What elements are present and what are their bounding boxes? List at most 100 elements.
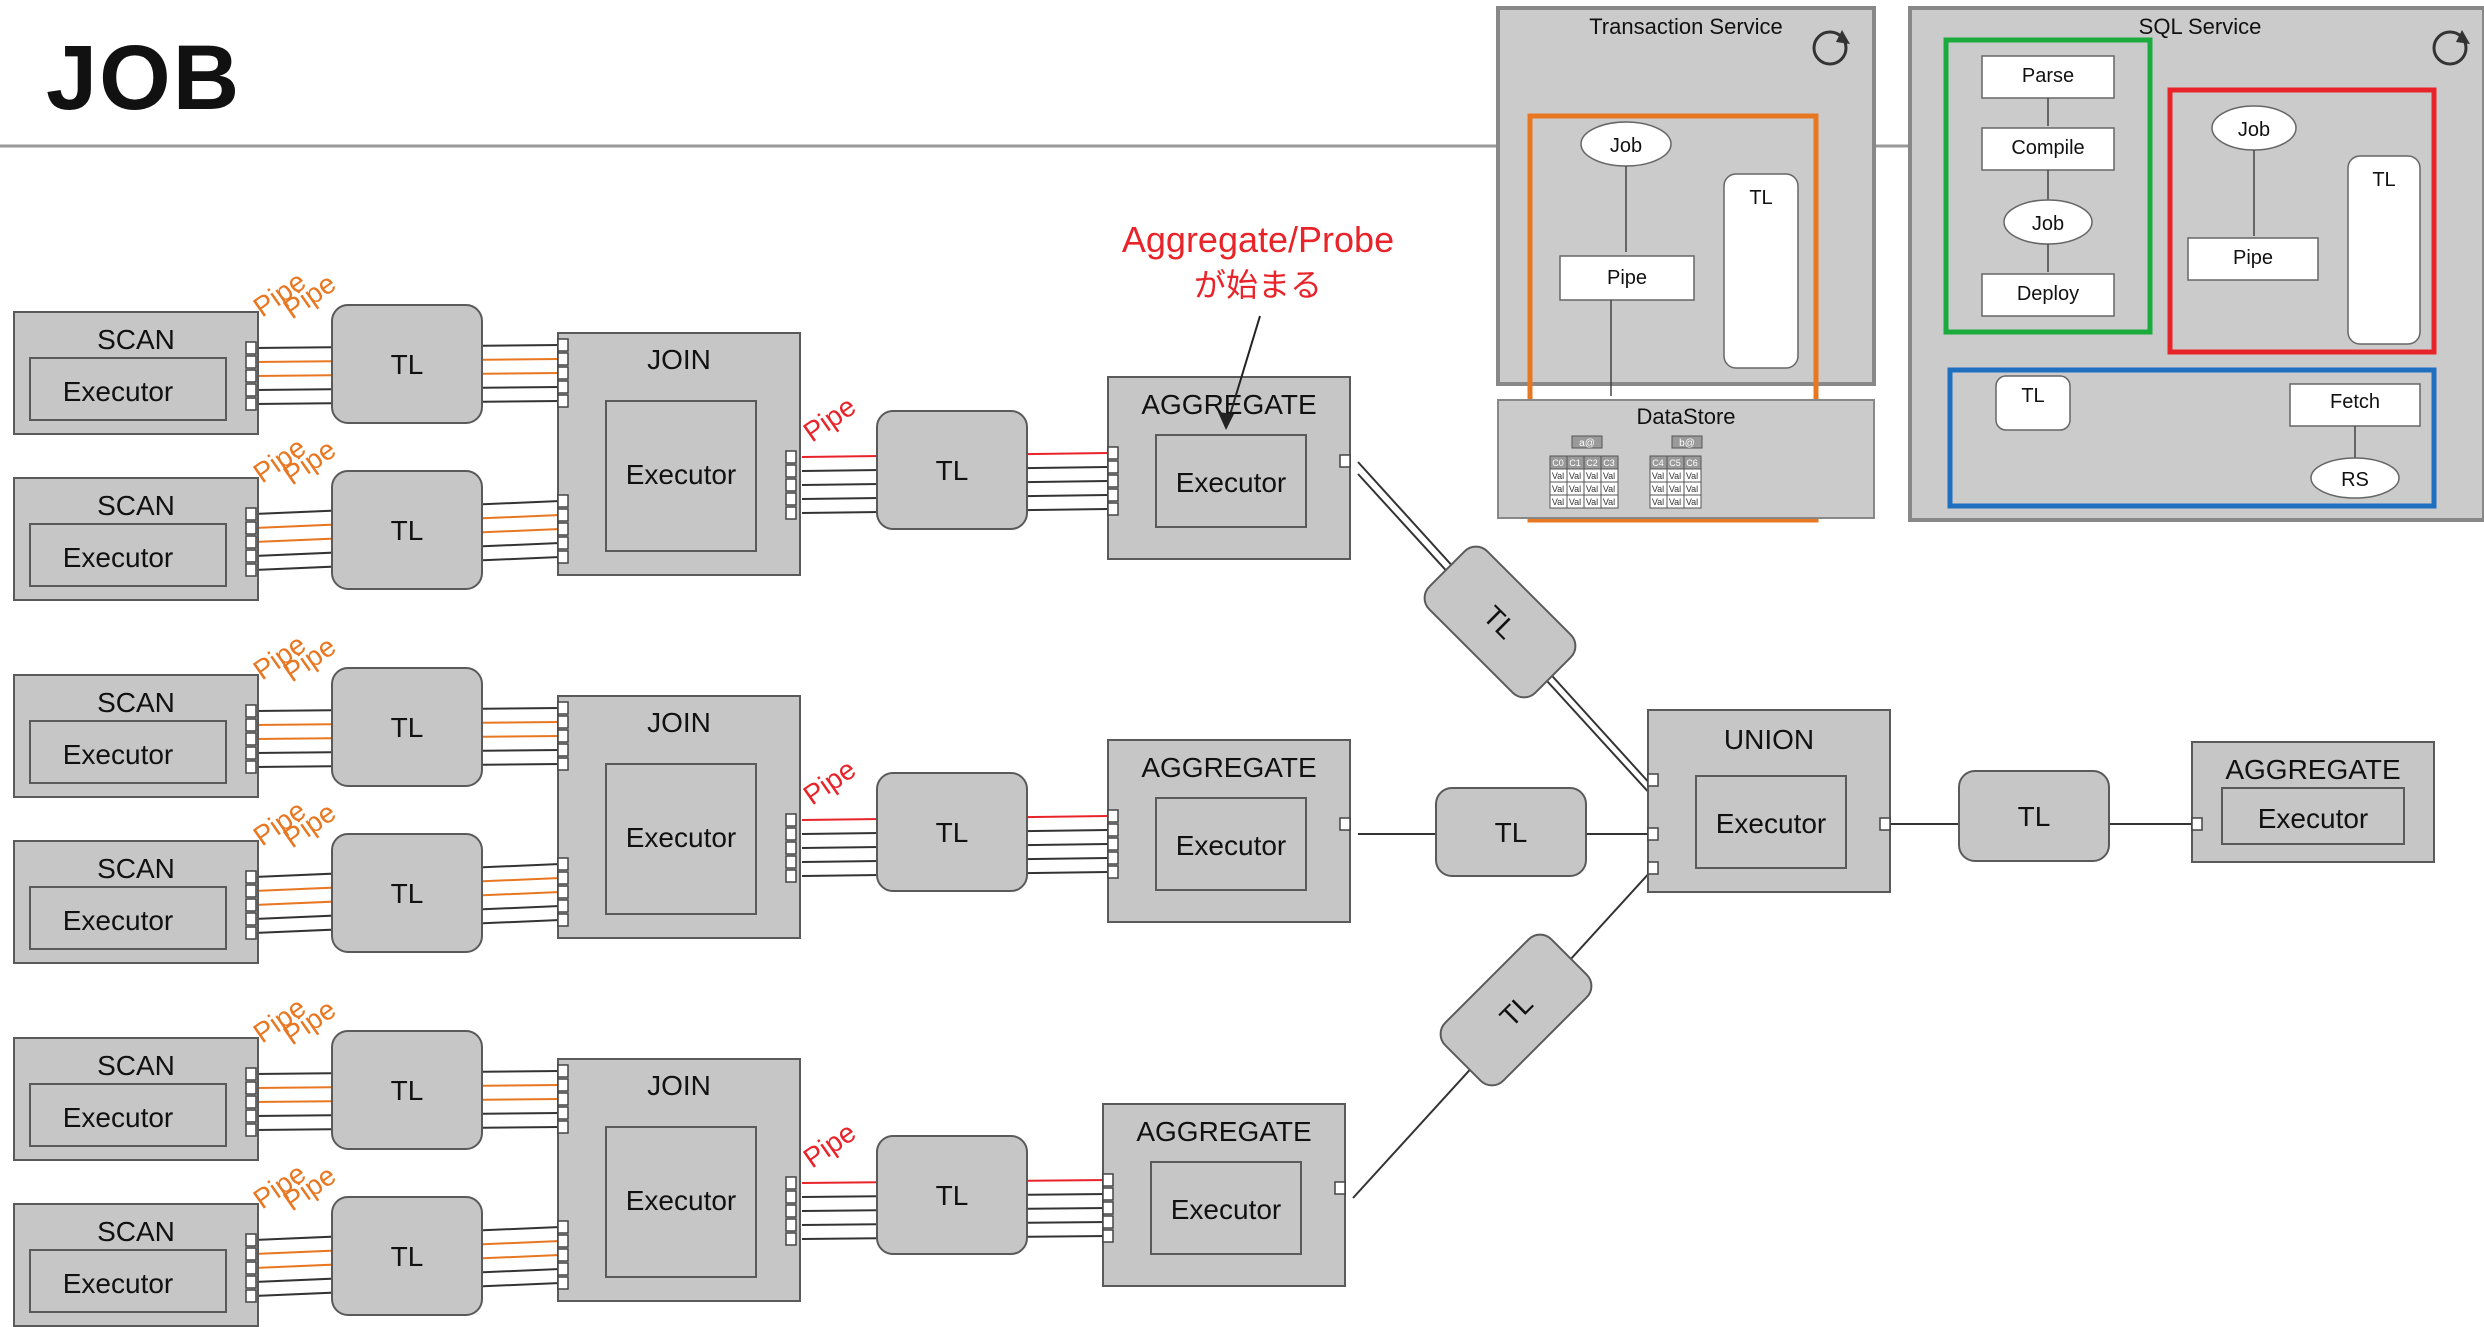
sql-frame-blue bbox=[1947, 367, 2437, 509]
pipe-label-group: Pipe bbox=[798, 753, 862, 811]
fetch-label: Fetch bbox=[2330, 391, 2380, 413]
port bbox=[245, 1261, 257, 1275]
port bbox=[785, 478, 797, 492]
port bbox=[557, 701, 569, 715]
tl-box: TL bbox=[331, 470, 483, 590]
scan-label: SCAN bbox=[97, 1050, 175, 1081]
datastore-key-cell bbox=[1671, 435, 1703, 449]
datastore-cell bbox=[1683, 494, 1702, 509]
pipe-label: Pipe bbox=[1607, 267, 1647, 289]
tl-label: TL bbox=[391, 515, 424, 546]
port bbox=[245, 369, 257, 383]
datastore-col-label: C0 bbox=[1552, 458, 1564, 468]
datastore-val: Val bbox=[1603, 484, 1615, 494]
port bbox=[245, 912, 257, 926]
port bbox=[785, 1190, 797, 1204]
port bbox=[245, 521, 257, 535]
union-label: UNION bbox=[1724, 724, 1814, 755]
tl-body bbox=[331, 667, 483, 787]
tl-label: TL bbox=[2018, 801, 2051, 832]
datastore-col-label: C4 bbox=[1652, 458, 1664, 468]
port bbox=[1879, 817, 1891, 831]
refresh-icon-arrow bbox=[1836, 30, 1850, 44]
datastore-val: Val bbox=[1603, 497, 1615, 507]
port bbox=[557, 1092, 569, 1106]
port bbox=[785, 1204, 797, 1218]
datastore-val: Val bbox=[1686, 484, 1698, 494]
port bbox=[1107, 823, 1119, 837]
port bbox=[245, 870, 257, 884]
executor-label: Executor bbox=[1716, 808, 1827, 839]
executor-label: Executor bbox=[626, 1185, 737, 1216]
port bbox=[245, 341, 257, 355]
port bbox=[557, 536, 569, 550]
datastore-title: DataStore bbox=[1636, 404, 1735, 429]
transaction-service-title: Transaction Service bbox=[1589, 14, 1783, 39]
executor-box bbox=[29, 357, 227, 421]
port bbox=[557, 899, 569, 913]
executor-label: Executor bbox=[63, 1268, 174, 1299]
tl-node bbox=[1723, 173, 1799, 369]
port bbox=[557, 1120, 569, 1134]
port bbox=[785, 492, 797, 506]
port bbox=[245, 1067, 257, 1081]
port bbox=[2191, 817, 2203, 831]
page-title: JOB bbox=[46, 27, 242, 129]
datastore-val: Val bbox=[1569, 471, 1581, 481]
annotation-title: Aggregate/Probe bbox=[1122, 219, 1394, 260]
tl-label: TL bbox=[1749, 187, 1772, 209]
datastore-val: Val bbox=[1686, 497, 1698, 507]
port bbox=[557, 522, 569, 536]
port bbox=[245, 898, 257, 912]
scan-label: SCAN bbox=[97, 687, 175, 718]
port bbox=[1647, 773, 1659, 787]
aggregate-label: AGGREGATE bbox=[1141, 752, 1316, 783]
port bbox=[245, 1289, 257, 1303]
port bbox=[785, 813, 797, 827]
datastore-val: Val bbox=[1586, 484, 1598, 494]
port bbox=[557, 757, 569, 771]
scan-label: SCAN bbox=[97, 1216, 175, 1247]
port bbox=[557, 1234, 569, 1248]
datastore-val: Val bbox=[1652, 484, 1664, 494]
executor-box bbox=[605, 400, 757, 552]
refresh-icon bbox=[1812, 30, 1848, 66]
port bbox=[1339, 817, 1351, 831]
executor-box bbox=[29, 523, 227, 587]
port bbox=[557, 715, 569, 729]
port bbox=[1107, 837, 1119, 851]
executor-box bbox=[605, 1126, 757, 1278]
port bbox=[245, 1109, 257, 1123]
tl-box: TL bbox=[876, 410, 1028, 530]
port bbox=[557, 508, 569, 522]
deploy-label: Deploy bbox=[2017, 283, 2079, 305]
port bbox=[557, 352, 569, 366]
port bbox=[557, 857, 569, 871]
pipe-label-group: Pipe bbox=[798, 1116, 862, 1174]
port bbox=[785, 1232, 797, 1246]
datastore-val: Val bbox=[1603, 471, 1615, 481]
executor-label: Executor bbox=[63, 1102, 174, 1133]
tl-label: TL bbox=[391, 1241, 424, 1272]
port bbox=[557, 885, 569, 899]
port bbox=[1107, 865, 1119, 879]
tl-body bbox=[331, 1196, 483, 1316]
port bbox=[1107, 474, 1119, 488]
port bbox=[785, 827, 797, 841]
tl-body bbox=[1958, 770, 2110, 862]
port bbox=[557, 729, 569, 743]
refresh-icon-arrow bbox=[2456, 30, 2470, 44]
port bbox=[557, 1078, 569, 1092]
rs-label: RS bbox=[2341, 469, 2369, 491]
executor-box bbox=[29, 1083, 227, 1147]
scan-label: SCAN bbox=[97, 490, 175, 521]
port bbox=[557, 913, 569, 927]
executor-box bbox=[1695, 775, 1847, 869]
refresh-icon bbox=[2432, 30, 2468, 66]
